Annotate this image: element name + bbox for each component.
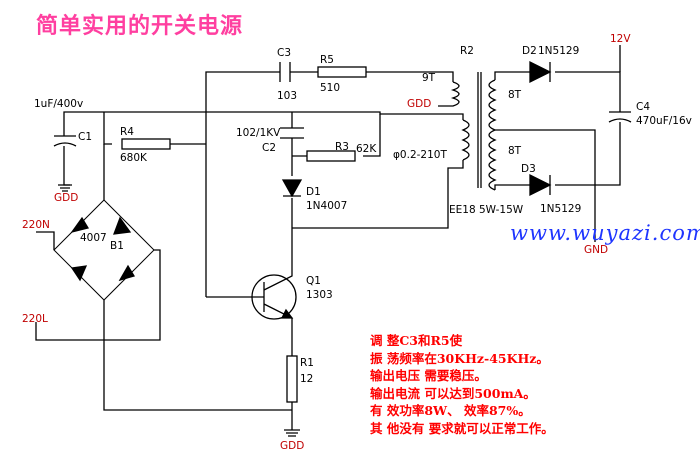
winding-sec-top-label: 8T	[508, 89, 522, 101]
d1-diode	[281, 179, 303, 198]
r3-resistor	[306, 150, 356, 162]
gdd-r1-symbol	[284, 429, 300, 437]
r1-ref: R1	[300, 357, 314, 369]
c2-ref: C2	[262, 142, 277, 154]
r4-ref: R4	[120, 126, 134, 138]
transformer-core-label: EE18 5W-15W	[449, 204, 524, 216]
q1-ref: Q1	[306, 275, 321, 287]
page-title: 简单实用的开关电源	[36, 14, 244, 39]
d3-ref: D3	[521, 163, 536, 175]
c1-capacitor	[53, 123, 77, 186]
wire-snubber	[291, 112, 381, 228]
d1-value: 1N4007	[306, 200, 348, 212]
winding-sec-bottom-label: 8T	[508, 145, 522, 157]
note-line: 振 荡频率在30KHz-45KHz。	[370, 350, 549, 366]
note-line: 输出电流 可以达到500mA。	[370, 385, 536, 401]
b1-value: 4007	[80, 232, 107, 244]
winding-primary	[461, 119, 470, 161]
r5-ref: R5	[320, 54, 334, 66]
c4-value: 470uF/16v	[636, 115, 692, 127]
c3-value: 103	[277, 90, 298, 102]
wire-left-bus	[63, 111, 464, 123]
winding-primary-label: φ0.2-210T	[393, 149, 447, 161]
bridge-diodes	[70, 216, 135, 282]
port-gdd-transformer: GDD	[407, 98, 432, 110]
d3-value: 1N5129	[540, 203, 582, 215]
note-line: 输出电压 需要稳压。	[370, 368, 487, 383]
c1-value: 1uF/400v	[34, 98, 84, 110]
bridge-outline	[53, 199, 155, 301]
q1-leads	[206, 228, 293, 356]
r4-value: 680K	[120, 152, 147, 164]
r5-value: 510	[320, 82, 341, 94]
r3-value: 62K	[356, 143, 377, 155]
d1-ref: D1	[306, 186, 321, 198]
winding-secondary	[488, 79, 497, 191]
port-12v: 12V	[610, 33, 631, 45]
q1-emitter-arrow	[280, 308, 294, 319]
c4-ref: C4	[636, 101, 651, 113]
winding-feedback	[438, 81, 460, 107]
port-gdd-c1: GDD	[54, 192, 79, 204]
transformer-core	[477, 72, 482, 188]
port-gdd-r1: GDD	[280, 440, 305, 452]
r5-resistor	[317, 66, 367, 78]
c2-value: 102/1KV	[236, 127, 281, 139]
c3-capacitor	[279, 62, 291, 82]
c1-ref: C1	[78, 131, 93, 143]
note-line: 调 整C3和R5使	[370, 333, 463, 348]
port-220l: 220L	[22, 313, 48, 325]
gnd-c1-symbol	[58, 184, 72, 192]
port-220n: 220N	[22, 219, 50, 231]
port-gnd-out: GND	[584, 244, 609, 256]
r1-value: 12	[300, 373, 314, 385]
d2-diode	[529, 60, 552, 84]
d3-diode	[529, 173, 552, 197]
r2-ref: R2	[460, 45, 474, 57]
r4-resistor	[121, 138, 171, 150]
c4-capacitor	[608, 105, 632, 130]
note-line: 有 效功率8W、 效率87%。	[370, 403, 531, 418]
q1-value: 1303	[306, 289, 333, 301]
c3-ref: C3	[277, 47, 292, 59]
note-line: 其 他没有 要求就可以正常工作。	[370, 420, 554, 436]
r1-resistor	[286, 355, 298, 403]
d2-ref: D2	[522, 45, 537, 57]
winding-fb-label: 9T	[422, 72, 436, 84]
c2-capacitor	[280, 127, 304, 139]
wire-top	[205, 71, 454, 297]
wire-collector	[292, 160, 464, 229]
d2-value: 1N5129	[538, 45, 580, 57]
design-notes: 调 整C3和R5使 振 荡频率在30KHz-45KHz。 输出电压 需要稳压。 …	[370, 332, 554, 437]
wire-bridge	[35, 144, 292, 411]
watermark-url: www.wuyazi.com	[510, 221, 700, 245]
r3-ref: R3	[335, 141, 349, 153]
b1-ref: B1	[110, 240, 124, 252]
